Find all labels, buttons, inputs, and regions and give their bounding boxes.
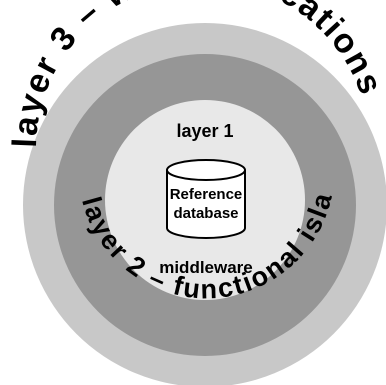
cylinder-label-line1: Reference <box>170 186 243 203</box>
cylinder-label-line2: database <box>173 205 238 222</box>
layer-1-title: layer 1 <box>176 121 233 141</box>
database-cylinder <box>166 159 246 239</box>
middleware-label: middleware <box>159 258 253 277</box>
